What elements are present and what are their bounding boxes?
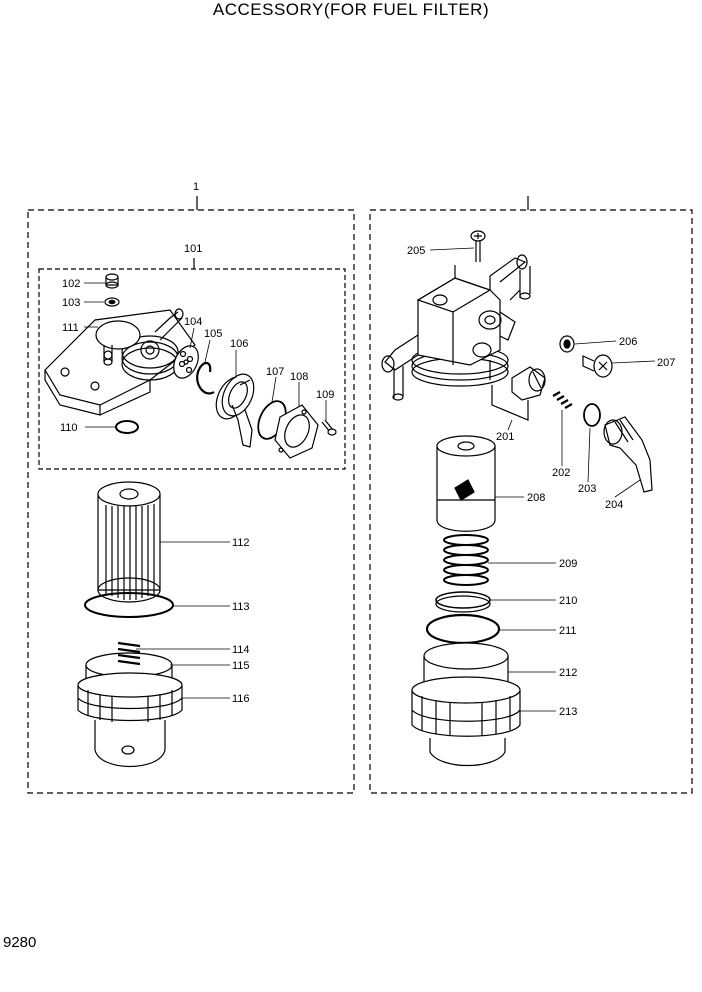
part-211-o-ring [425,613,501,645]
label-206: 206 [619,336,637,348]
part-209-spring [443,534,489,586]
page-title: ACCESSORY(FOR FUEL FILTER) [212,0,490,19]
label-115: 115 [232,660,250,672]
part-208-filter-element [436,435,496,532]
label-114: 114 [232,644,250,656]
label-204: 204 [605,499,623,511]
part-202-spring [552,391,573,409]
part-206-washer [559,335,575,353]
label-104: 104 [184,316,202,328]
part-203-o-ring [583,403,601,427]
label-108: 108 [290,371,308,383]
label-201: 201 [496,431,514,443]
label-107: 107 [266,366,284,378]
part-116-bowl [77,652,183,767]
part-110-o-ring [115,420,139,434]
part-112-filter-element [97,481,161,603]
assembly-1-box [27,209,355,794]
label-208: 208 [527,492,545,504]
label-203: 203 [578,483,596,495]
part-113-o-ring [84,592,174,618]
part-207-bolt [582,354,613,378]
part-104-disc [173,345,199,379]
label-105: 105 [204,328,222,340]
label-113: 113 [232,601,250,613]
part-106-valve [215,373,255,448]
label-205: 205 [407,245,425,257]
part-103-washer [104,297,120,307]
part-204-lever [603,416,653,493]
label-group-1: 1 [193,181,199,193]
label-207: 207 [657,357,675,369]
part-114-spring [117,641,141,666]
label-111: 111 [62,322,79,334]
part-108-gasket [274,404,319,459]
filter-head-201 [381,254,531,401]
label-213: 213 [559,706,577,718]
part-210-washer [435,591,491,609]
label-209: 209 [559,558,577,570]
label-103: 103 [62,297,80,309]
filter-head-111 [44,308,196,416]
label-106: 106 [230,338,248,350]
label-110: 110 [60,422,78,434]
part-213-bowl [411,642,521,767]
part-102-bolt [105,273,119,289]
part-201-valve-plug [491,366,546,421]
page-number: 9280 [3,934,37,951]
label-211: 211 [559,625,577,637]
part-205-screw [470,230,486,262]
label-202: 202 [552,467,570,479]
part-105-snap-ring [196,361,215,395]
leader-lines [84,247,656,712]
label-109: 109 [316,389,334,401]
assembly-101-box [38,268,346,470]
label-112: 112 [232,537,250,549]
label-102: 102 [62,278,80,290]
assembly-2-box [369,209,693,794]
part-109-screw [321,419,337,436]
label-210: 210 [559,595,577,607]
label-116: 116 [232,693,250,705]
label-212: 212 [559,667,577,679]
label-group-101: 101 [184,243,202,255]
